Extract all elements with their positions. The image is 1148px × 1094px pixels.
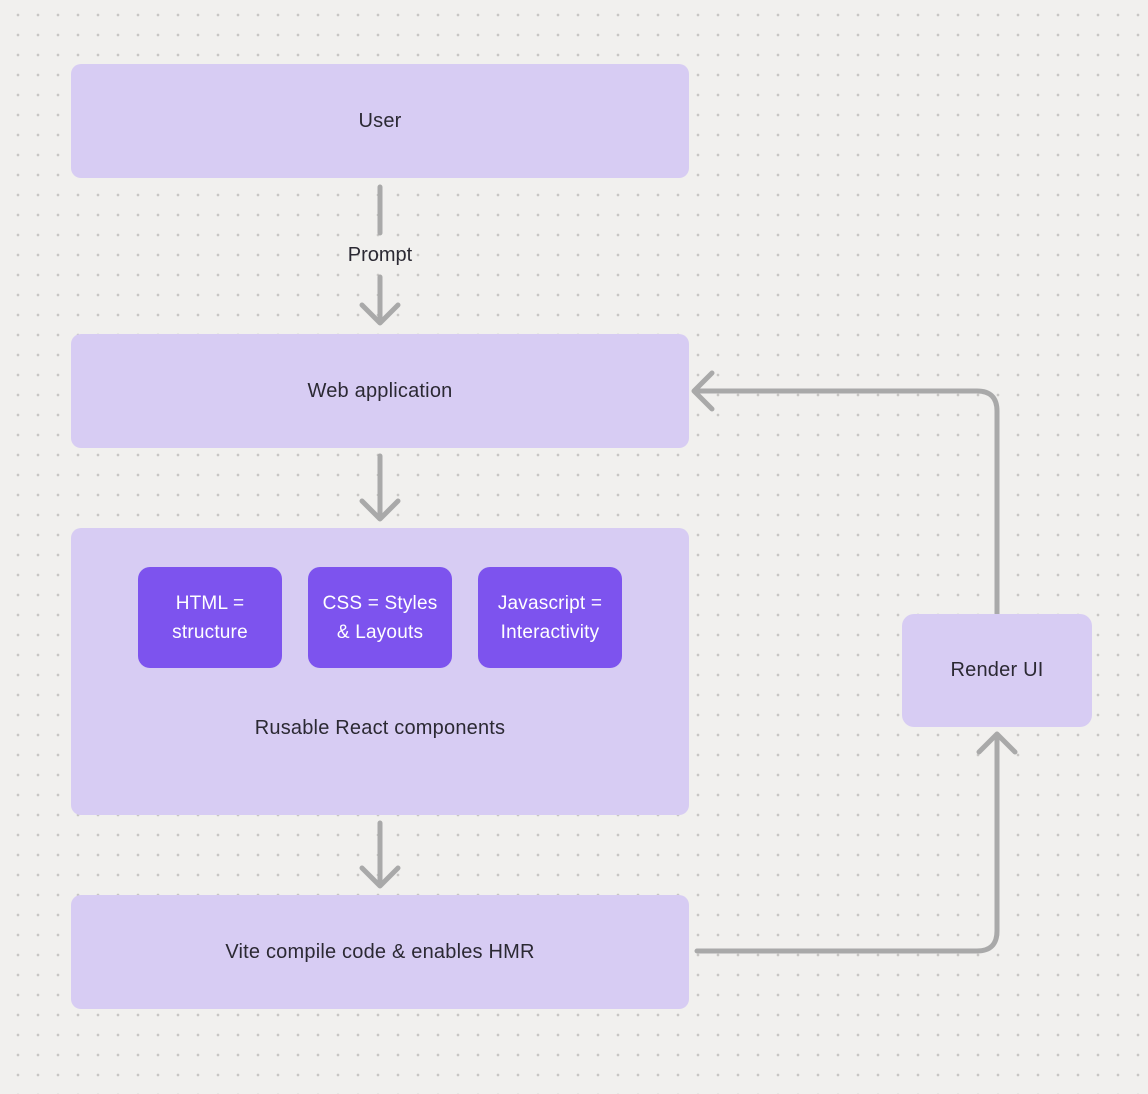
node-components-group: HTML = structure CSS = Styles & Layouts …	[71, 528, 689, 815]
arrowhead-down-vite	[359, 865, 401, 889]
arrowhead-up-renderui	[976, 731, 1018, 755]
node-render-ui-label: Render UI	[950, 659, 1044, 681]
node-user: User	[71, 64, 689, 178]
component-css: CSS = Styles & Layouts	[308, 567, 452, 668]
arrowhead-down-components	[359, 498, 401, 522]
components-group-caption: Rusable React components	[254, 717, 506, 739]
component-css-line1: CSS = Styles	[322, 592, 438, 614]
edge-label-prompt: Prompt	[347, 244, 413, 266]
node-user-label: User	[358, 109, 402, 132]
connector-vite-to-renderui	[694, 734, 1000, 954]
component-javascript: Javascript = Interactivity	[478, 567, 622, 668]
arrowhead-left-webapp	[691, 370, 715, 412]
component-html-line1: HTML =	[175, 592, 245, 614]
component-javascript-line2: Interactivity	[500, 621, 600, 643]
node-web-application-label: Web application	[307, 379, 453, 402]
component-html-line2: structure	[172, 621, 248, 643]
node-render-ui: Render UI	[902, 614, 1092, 727]
node-web-application: Web application	[71, 334, 689, 448]
component-css-line2: & Layouts	[336, 621, 424, 643]
arrowhead-down-webapp	[359, 302, 401, 326]
component-javascript-line1: Javascript =	[497, 592, 603, 614]
node-vite-label: Vite compile code & enables HMR	[225, 940, 535, 963]
component-html: HTML = structure	[138, 567, 282, 668]
node-vite: Vite compile code & enables HMR	[71, 895, 689, 1009]
connector-renderui-to-webapp	[695, 388, 1000, 617]
